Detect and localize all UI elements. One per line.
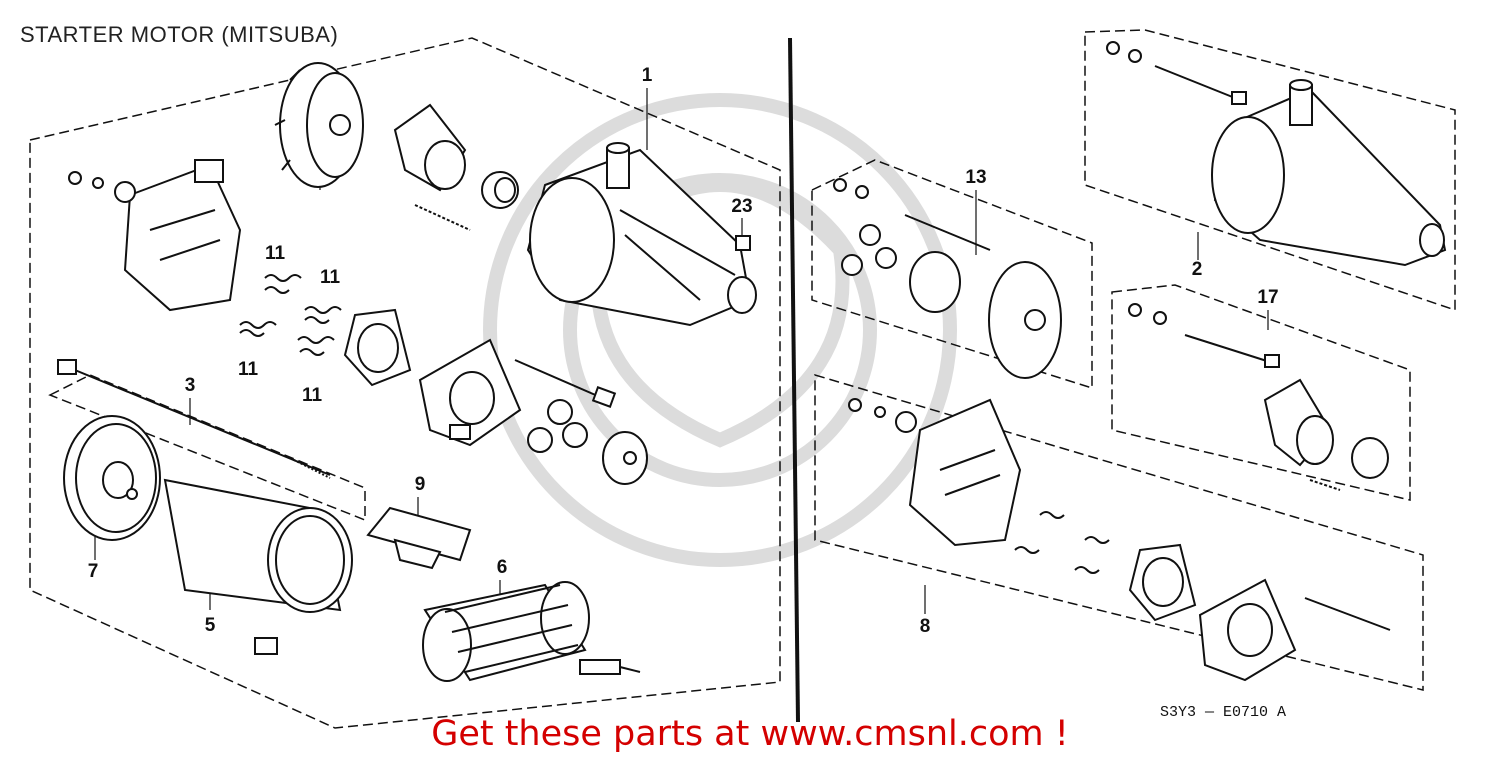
diagram-title: STARTER MOTOR (MITSUBA) (20, 22, 339, 47)
part-yoke (163, 478, 353, 655)
callout-6: 6 (496, 557, 508, 578)
part-shaft-left (514, 359, 617, 408)
part-kit-13 (833, 178, 1062, 379)
part-planet-gears-left (527, 399, 648, 485)
part-rear-cover (63, 415, 161, 541)
part-end-plate (418, 338, 522, 447)
callout-11-d: 11 (301, 385, 323, 406)
callout-8: 8 (919, 616, 931, 637)
diagram-code: S3Y3 — E0710 A (1160, 704, 1287, 721)
callout-11-c: 11 (237, 359, 259, 380)
part-starter-housing (526, 142, 757, 327)
callout-11-a: 11 (264, 243, 286, 264)
part-small-bushing (481, 171, 519, 209)
part-lever-holder (393, 103, 471, 231)
part-kit-17 (1128, 303, 1389, 491)
frame-3 (48, 374, 366, 522)
part-gear-housing-left (274, 62, 364, 188)
frame-13 (811, 159, 1093, 390)
callout-5: 5 (204, 615, 216, 636)
part-springs-11 (239, 274, 342, 356)
callout-3: 3 (184, 375, 196, 396)
part-armature (422, 581, 641, 682)
frame-2 (1084, 29, 1456, 312)
part-housing-assy-2 (1211, 79, 1447, 267)
callout-7: 7 (87, 561, 99, 582)
callout-9: 9 (414, 474, 426, 495)
part-kit-8 (848, 398, 1391, 682)
callout-1: 1 (641, 65, 653, 86)
part-brush-plate-9 (366, 506, 472, 570)
part-collar-23 (735, 235, 751, 251)
part-gasket (343, 308, 412, 387)
frame-8 (814, 373, 1424, 691)
callout-13: 13 (965, 167, 987, 188)
promo-banner-link[interactable]: Get these parts at www.cmsnl.com ! (431, 714, 1069, 754)
callout-23: 23 (731, 196, 753, 217)
divider-line (788, 37, 800, 723)
part-brush-holder-left (68, 159, 242, 312)
watermark-logo (483, 93, 957, 567)
callout-17: 17 (1257, 287, 1279, 308)
callout-11-b: 11 (319, 267, 341, 288)
frame-17 (1111, 284, 1411, 501)
left-frame (29, 37, 781, 729)
part-through-bolt (57, 359, 331, 479)
part-pin-2 (1106, 41, 1247, 105)
callout-2: 2 (1191, 259, 1203, 280)
